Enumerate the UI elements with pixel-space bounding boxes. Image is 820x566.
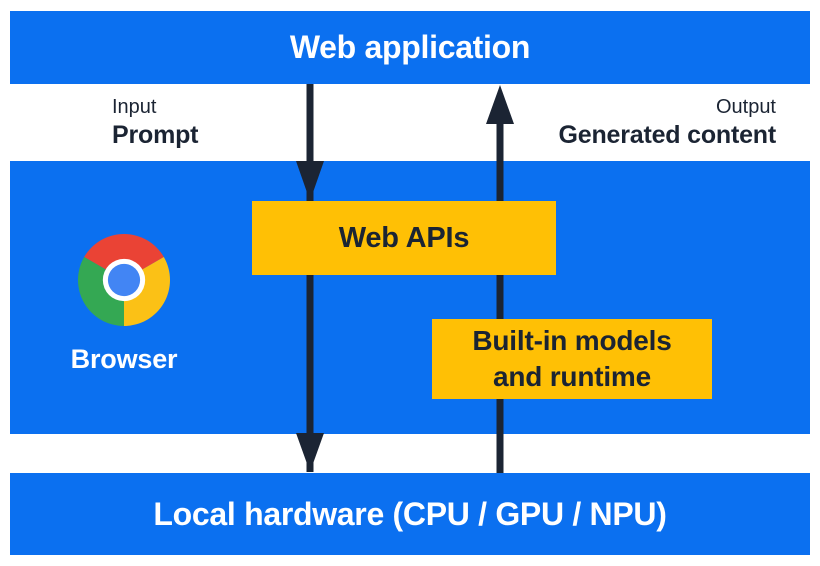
web-apis-box: Web APIs bbox=[252, 201, 556, 275]
chrome-logo-icon bbox=[78, 234, 170, 326]
input-kind-label: Input bbox=[112, 96, 157, 118]
builtin-models-label-line1: Built-in models bbox=[472, 325, 672, 356]
builtin-models-label-line2: and runtime bbox=[492, 361, 652, 392]
builtin-models-box: Built-in models and runtime bbox=[432, 319, 712, 399]
web-application-layer: Web application bbox=[10, 11, 810, 84]
input-prompt-label: Prompt bbox=[112, 121, 199, 149]
browser-group: Browser bbox=[44, 234, 204, 375]
web-application-label: Web application bbox=[289, 29, 531, 65]
output-content-label: Generated content bbox=[558, 121, 777, 149]
web-apis-label: Web APIs bbox=[338, 221, 470, 254]
browser-label: Browser bbox=[70, 344, 178, 374]
output-flow-label: Output Generated content bbox=[558, 94, 777, 150]
output-kind-label: Output bbox=[715, 96, 776, 118]
input-flow-label: Input Prompt bbox=[112, 94, 199, 150]
local-hardware-label: Local hardware (CPU / GPU / NPU) bbox=[153, 495, 667, 532]
local-hardware-layer: Local hardware (CPU / GPU / NPU) bbox=[10, 473, 810, 555]
